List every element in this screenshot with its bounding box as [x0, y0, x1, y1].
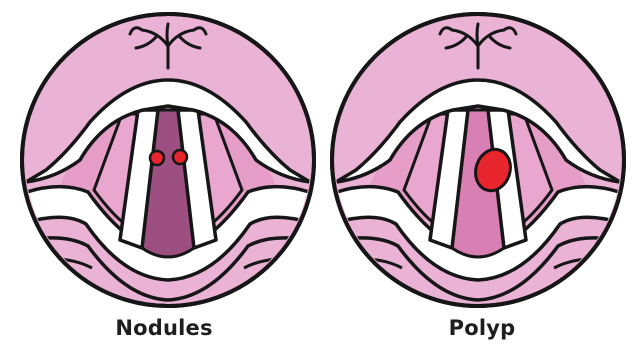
larynx-polyp-illustration	[328, 10, 628, 310]
nodule-right	[173, 150, 187, 164]
nodules-diagram	[18, 10, 318, 310]
polyp-label: Polyp	[332, 316, 632, 340]
nodules-label: Nodules	[14, 316, 314, 340]
larynx-nodules-illustration	[18, 10, 318, 310]
nodule-left	[150, 151, 164, 165]
polyp-diagram	[328, 10, 628, 310]
